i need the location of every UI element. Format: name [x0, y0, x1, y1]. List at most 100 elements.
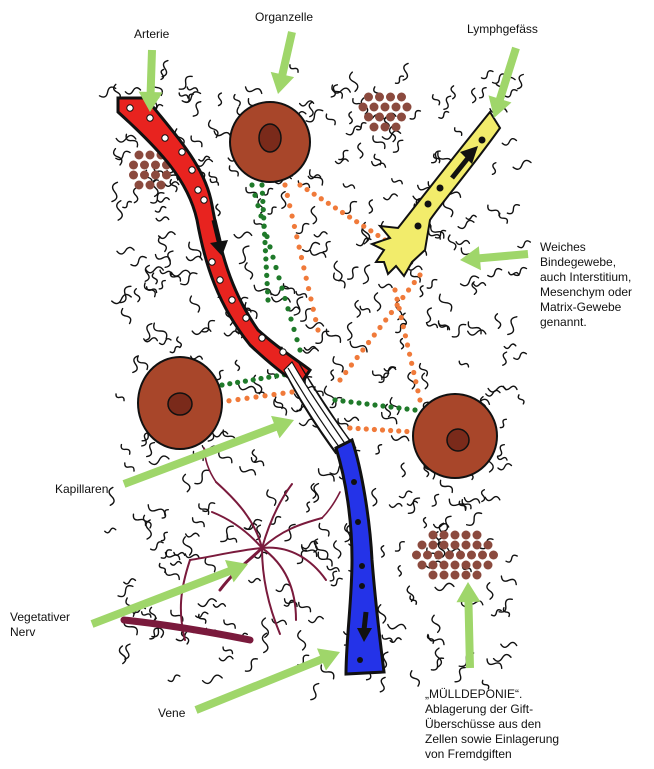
tissue-fiber: [153, 180, 158, 197]
tissue-fiber: [324, 386, 334, 404]
tissue-fiber: [267, 490, 276, 505]
label-organzelle: Organzelle: [255, 10, 313, 25]
tissue-fiber: [118, 586, 133, 597]
tissue-fiber: [439, 321, 448, 330]
deposit-dot: [462, 561, 471, 570]
tissue-fiber: [380, 677, 385, 691]
tissue-fiber: [443, 200, 452, 217]
organ-cell-left: [138, 357, 222, 449]
tissue-fiber: [492, 163, 495, 175]
deposit-dot: [445, 551, 454, 560]
label-bindegewebe-line: Matrix-Gewebe: [540, 300, 632, 315]
tissue-fiber: [439, 294, 451, 311]
tissue-fiber: [439, 112, 449, 119]
tissue-fiber: [501, 576, 516, 585]
tissue-fiber: [298, 631, 306, 650]
tissue-fiber: [407, 501, 417, 505]
deposit-dot: [370, 123, 379, 132]
green-dot: [264, 265, 269, 270]
tissue-fiber: [494, 655, 511, 662]
tissue-fiber: [492, 610, 502, 616]
orange-dot: [383, 317, 388, 322]
tissue-fiber: [134, 289, 139, 302]
tissue-fiber: [392, 179, 402, 184]
tissue-fiber: [159, 281, 165, 289]
label-arterie-text: Arterie: [134, 27, 169, 42]
tissue-fiber: [403, 63, 408, 80]
green-dot: [251, 377, 256, 382]
pointer-arrow: [460, 246, 528, 270]
orange-dot: [333, 205, 338, 210]
tissue-fiber: [468, 330, 486, 335]
tissue-fiber: [379, 284, 392, 287]
tissue-fiber: [116, 151, 130, 159]
label-muelldeponie-line: „MÜLLDEPONIE“.: [425, 687, 559, 702]
tissue-fiber: [290, 65, 298, 73]
tissue-fiber: [187, 87, 198, 91]
tissue-fiber: [432, 494, 438, 506]
tissue-fiber: [227, 536, 236, 542]
deposit-dot: [386, 113, 395, 122]
tissue-fiber: [334, 541, 341, 558]
deposit-dot: [462, 541, 471, 550]
tissue-fiber: [518, 241, 530, 248]
deposit-dot: [418, 561, 427, 570]
deposit-dot: [429, 531, 438, 540]
tissue-fiber: [159, 563, 165, 572]
tissue-fiber: [189, 242, 201, 257]
tissue-fiber: [235, 360, 239, 370]
tissue-fiber: [374, 293, 380, 311]
tissue-fiber: [343, 184, 354, 188]
tissue-fiber: [499, 213, 507, 223]
tissue-fiber: [379, 373, 389, 382]
green-dot: [285, 306, 290, 311]
artery-blood-cell: [127, 105, 133, 111]
orange-dot: [397, 306, 402, 311]
deposit-dot: [364, 93, 373, 102]
tissue-fiber: [116, 394, 124, 401]
orange-dot: [417, 272, 422, 277]
tissue-fiber: [174, 552, 185, 555]
deposit-dot: [151, 161, 160, 170]
tissue-fiber: [216, 204, 220, 215]
deposit-dot: [467, 551, 476, 560]
green-dot: [404, 406, 409, 411]
deposit-dot: [440, 541, 449, 550]
orange-dot: [354, 219, 359, 224]
green-dot: [255, 203, 260, 208]
tissue-fiber: [513, 160, 531, 169]
green-dot: [356, 400, 361, 405]
deposit-dot: [375, 113, 384, 122]
tissue-fiber: [251, 458, 263, 466]
tissue-fiber: [301, 309, 312, 321]
tissue-fiber: [314, 232, 327, 237]
tissue-fiber: [239, 385, 256, 391]
green-dot: [227, 381, 232, 386]
tissue-fiber: [296, 224, 308, 234]
tissue-fiber: [466, 215, 476, 219]
tissue-fiber: [303, 242, 320, 251]
tissue-fiber: [507, 205, 519, 214]
tissue-fiber: [369, 200, 372, 213]
green-dot: [261, 224, 266, 229]
deposit-dot: [140, 171, 149, 180]
pointer-arrow: [195, 648, 340, 713]
tissue-fiber: [427, 323, 438, 328]
tissue-fiber: [219, 656, 233, 660]
tissue-fiber: [498, 445, 505, 457]
orange-dot: [301, 265, 306, 270]
tissue-fiber: [150, 628, 159, 639]
deposit-dot: [473, 541, 482, 550]
tissue-fiber: [119, 646, 125, 664]
label-lymphgefaess-text: Lymphgefäss: [467, 22, 538, 37]
artery-blood-cell: [147, 115, 153, 121]
tissue-fiber: [309, 102, 313, 117]
green-dot: [263, 248, 268, 253]
tissue-fiber: [114, 149, 122, 165]
tissue-fiber: [190, 296, 200, 312]
tissue-fiber: [199, 614, 206, 623]
tissue-fiber: [358, 143, 363, 158]
tissue-fiber: [480, 88, 486, 98]
orange-dot: [392, 287, 397, 292]
orange-dot: [406, 287, 411, 292]
